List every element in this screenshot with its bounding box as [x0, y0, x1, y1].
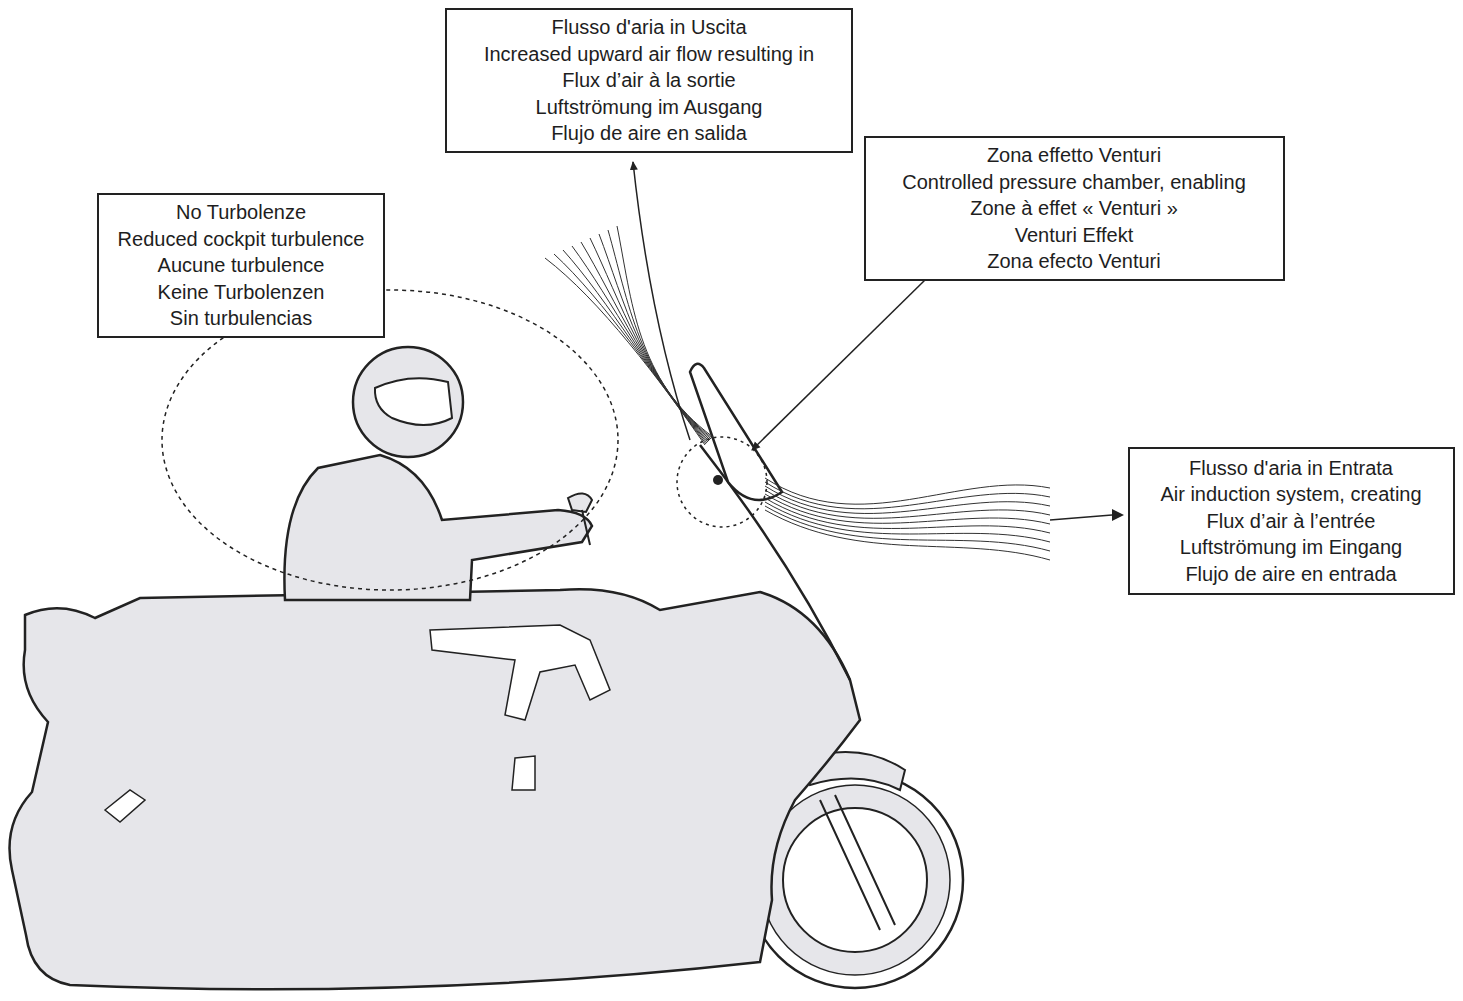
callout-text: Controlled pressure chamber, enabling [874, 169, 1275, 196]
callout-text: Flujo de aire en salida [455, 120, 843, 147]
air-flow-line [545, 258, 705, 445]
callout-text: Luftströmung im Ausgang [455, 94, 843, 121]
callout-text: No Turbolenze [107, 199, 375, 226]
callout-text: Increased upward air flow resulting in [455, 41, 843, 68]
callout-text: Reduced cockpit turbulence [107, 226, 375, 253]
callout-box: Flusso d'aria in UscitaIncreased upward … [445, 8, 853, 153]
air-flow-line [765, 510, 1050, 560]
fairing-cutout [512, 756, 535, 790]
callout-box: Zona effetto VenturiControlled pressure … [864, 136, 1285, 281]
callout-text: Flujo de aire en entrada [1138, 561, 1445, 588]
air-flow-line [765, 478, 1050, 504]
callout-text: Aucune turbulence [107, 252, 375, 279]
helmet [353, 347, 463, 457]
air-flow-line [765, 502, 1050, 542]
callout-text: Luftströmung im Eingang [1138, 534, 1445, 561]
air-flow-line [765, 494, 1050, 524]
deflector-pivot [713, 475, 723, 485]
callout-box: Flusso d'aria in EntrataAir induction sy… [1128, 447, 1455, 595]
callout-text: Flusso d'aria in Uscita [455, 14, 843, 41]
exit-arrow [633, 162, 690, 440]
leader-line [752, 280, 925, 450]
motorcycle-body [10, 589, 861, 989]
fairing-cutout [430, 625, 610, 720]
callout-text: Flux d’air à la sortie [455, 67, 843, 94]
venturi-zone [677, 437, 767, 527]
air-flow-line [590, 238, 710, 440]
callout-box: No TurbolenzeReduced cockpit turbulenceA… [97, 193, 385, 338]
callout-text: Flusso d'aria in Entrata [1138, 455, 1445, 482]
air-flow-line [554, 254, 706, 444]
fairing-cutout [105, 790, 145, 822]
rider [284, 455, 592, 600]
air-flow-line [765, 490, 1050, 518]
air-flow-line [599, 234, 711, 439]
callout-text: Sin turbulencias [107, 305, 375, 332]
callout-text: Flux d’air à l’entrée [1138, 508, 1445, 535]
callout-text: Keine Turbolenzen [107, 279, 375, 306]
callout-text: Air induction system, creating [1138, 481, 1445, 508]
leader-line [1050, 515, 1112, 520]
air-flow-line [617, 226, 713, 437]
air-flow-line [765, 482, 1050, 509]
callout-text: Zona effetto Venturi [874, 142, 1275, 169]
callout-text: Zone à effet « Venturi » [874, 195, 1275, 222]
air-flow-line [765, 498, 1050, 533]
leader-head [1112, 509, 1124, 521]
callout-text: Venturi Effekt [874, 222, 1275, 249]
air-flow-line [572, 246, 708, 442]
callout-text: Zona efecto Venturi [874, 248, 1275, 275]
mirror [568, 493, 592, 545]
air-flow-line [581, 242, 709, 441]
